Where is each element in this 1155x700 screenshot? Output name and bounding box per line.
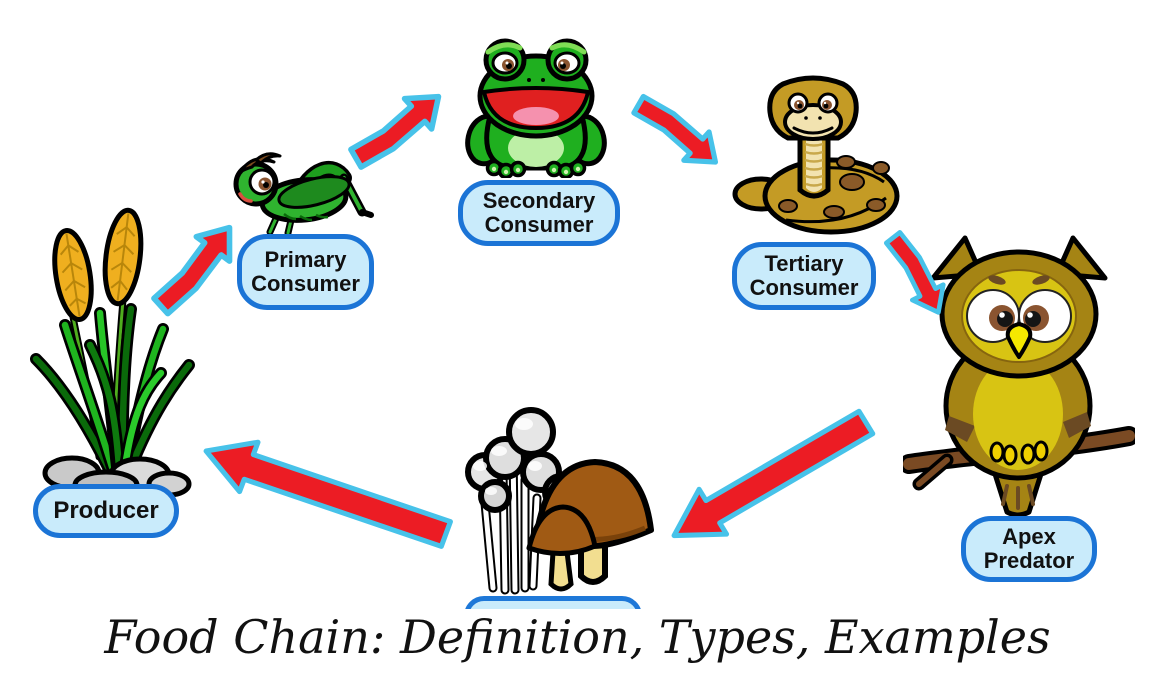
page-title: Food Chain: Definition, Types, Examples bbox=[104, 610, 1051, 664]
grass-illustration bbox=[30, 207, 195, 500]
mushrooms-illustration bbox=[465, 407, 654, 595]
grasshopper-illustration bbox=[233, 152, 374, 236]
frog-illustration bbox=[465, 38, 607, 178]
producer-label: Producer bbox=[33, 484, 179, 538]
secondary-consumer-label: Secondary Consumer bbox=[458, 180, 620, 246]
owl-illustration bbox=[903, 235, 1135, 518]
arrow-grass-to-grasshopper bbox=[151, 224, 233, 317]
snake-illustration bbox=[732, 75, 900, 235]
arrow-frog-to-snake bbox=[631, 93, 719, 165]
primary-consumer-label: Primary Consumer bbox=[237, 234, 374, 310]
arrow-snake-to-owl bbox=[883, 230, 946, 315]
arrow-grasshopper-to-frog bbox=[348, 93, 442, 170]
tertiary-consumer-label: Tertiary Consumer bbox=[732, 242, 876, 310]
arrow-mushrooms-to-grass bbox=[203, 439, 453, 549]
apex-predator-label: Apex Predator bbox=[961, 516, 1097, 582]
decomposer-label-clipped bbox=[464, 596, 642, 609]
arrow-owl-to-mushrooms bbox=[671, 408, 876, 539]
